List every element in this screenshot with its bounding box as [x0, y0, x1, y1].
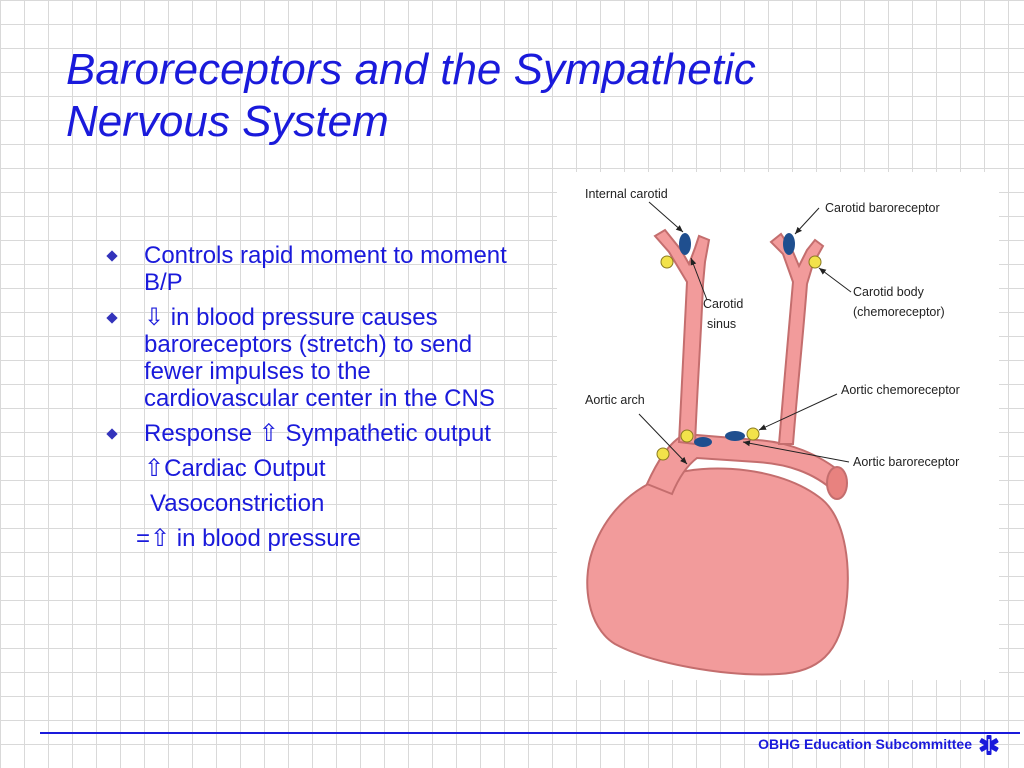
- pointer-carotid-body: [818, 267, 852, 293]
- carotid-body-right: [808, 255, 822, 269]
- sub-line-cardiac-output: ⇧Cardiac Output: [144, 455, 326, 482]
- aortic-chemoreceptor-2: [746, 427, 760, 441]
- pointer-aortic-chemoreceptor: [758, 393, 838, 431]
- label-aortic-arch: Aortic arch: [585, 393, 645, 407]
- pointer-aortic-baroreceptor: [742, 440, 850, 463]
- sub-line-vasoconstriction: Vasoconstriction: [150, 490, 325, 517]
- bullet-text: ⇩ in blood pressure causes baroreceptors…: [144, 304, 495, 412]
- label-aortic-chemoreceptor: Aortic chemoreceptor: [841, 383, 960, 397]
- bullet-text: Response ⇧ Sympathetic output: [144, 420, 491, 447]
- bullet-content: Controls rapid moment to moment B/P ⇩ in…: [104, 242, 524, 560]
- diamond-bullet-icon: [106, 250, 118, 262]
- aortic-chemoreceptor-3: [656, 447, 670, 461]
- heart-shape: [586, 467, 849, 676]
- aorta-end: [826, 466, 848, 500]
- diamond-bullet-icon: [106, 428, 118, 440]
- label-carotid-body-1: Carotid body: [853, 285, 925, 299]
- bullet-item: ⇩ in blood pressure causes baroreceptors…: [104, 304, 524, 412]
- diagram-svg: Internal carotid Carotid baroreceptor Ca…: [585, 187, 960, 676]
- bullet-item: Controls rapid moment to moment B/P: [104, 242, 524, 296]
- diamond-bullet-icon: [106, 312, 118, 324]
- slide-title: Baroreceptors and the Sympathetic Nervou…: [66, 44, 946, 148]
- pointer-carotid-baroreceptor: [794, 207, 820, 235]
- aortic-baroreceptor-1: [694, 437, 712, 447]
- aortic-baroreceptor-2: [725, 431, 745, 441]
- carotid-baroreceptor-left: [679, 233, 691, 255]
- pointer-internal-carotid: [648, 201, 684, 233]
- pointer-carotid-sinus: [690, 257, 708, 301]
- bullet-item: Response ⇧ Sympathetic output: [104, 420, 524, 447]
- label-internal-carotid: Internal carotid: [585, 187, 668, 201]
- label-carotid-body-2: (chemoreceptor): [853, 305, 945, 319]
- star-of-life-icon: [979, 735, 999, 755]
- sub-line-result: =⇧ in blood pressure: [136, 525, 361, 552]
- label-aortic-baroreceptor: Aortic baroreceptor: [853, 455, 959, 469]
- right-carotid-vessel: [769, 232, 825, 445]
- bullet-list: Controls rapid moment to moment B/P ⇩ in…: [104, 242, 524, 447]
- baroreceptor-diagram: Internal carotid Carotid baroreceptor Ca…: [557, 172, 999, 680]
- aortic-chemoreceptor-1: [680, 429, 694, 443]
- title-line-1: Baroreceptors and the Sympathetic: [66, 45, 756, 94]
- left-carotid-vessel: [653, 228, 711, 446]
- footer-text: OBHG Education Subcommittee: [758, 736, 972, 752]
- footer-divider: [40, 732, 1020, 734]
- carotid-body-left: [660, 255, 674, 269]
- carotid-baroreceptor-right: [783, 233, 795, 255]
- label-carotid-sinus-2: sinus: [707, 317, 736, 331]
- bullet-text: Controls rapid moment to moment B/P: [144, 242, 507, 296]
- title-line-2: Nervous System: [66, 97, 389, 146]
- pointer-aortic-arch: [638, 413, 688, 465]
- label-carotid-sinus-1: Carotid: [703, 297, 743, 311]
- label-carotid-baroreceptor: Carotid baroreceptor: [825, 201, 940, 215]
